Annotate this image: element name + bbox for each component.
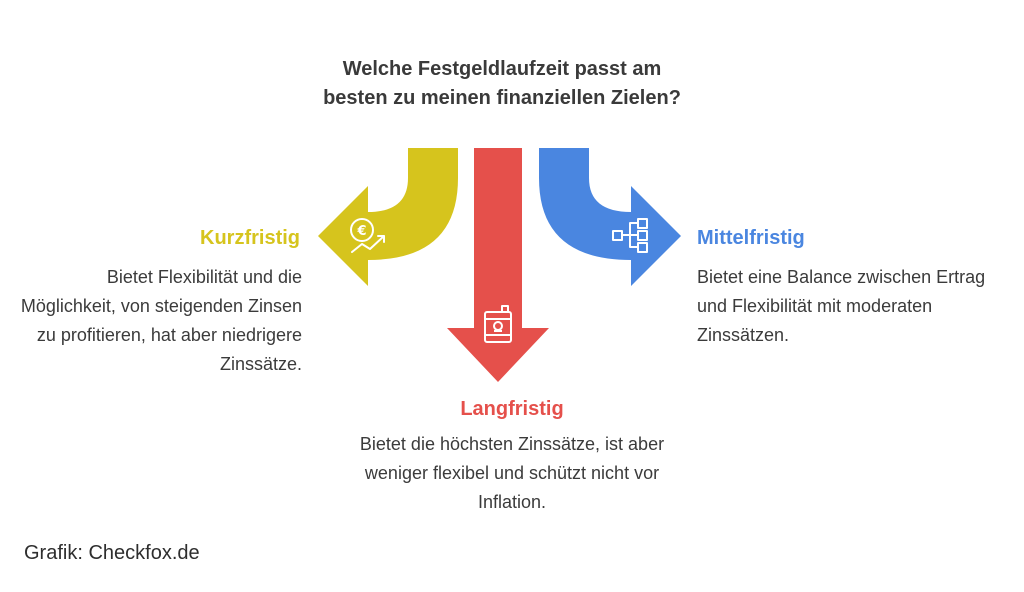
description-kurzfristig: Bietet Flexibilität und die Möglichkeit,… (20, 267, 302, 374)
description-mittelfristig: Bietet eine Balance zwischen Ertrag und … (697, 267, 986, 345)
arrow-mittelfristig (539, 148, 681, 286)
oil-barrel-icon (484, 305, 512, 343)
source-credit: Grafik: Checkfox.de (24, 542, 200, 564)
heading-langfristig: Langfristig (460, 398, 564, 420)
diagram-title: Welche Festgeldlaufzeit passt am besten … (323, 58, 681, 109)
network-hierarchy-icon (612, 218, 648, 253)
arrow-kurzfristig (318, 148, 458, 286)
arrow-langfristig (447, 148, 549, 382)
svg-text:€: € (356, 224, 366, 239)
euro-growth-icon: € (350, 218, 385, 253)
heading-mittelfristig: Mittelfristig (697, 227, 805, 249)
heading-kurzfristig: Kurzfristig (200, 227, 300, 249)
description-langfristig: Bietet die höchsten Zinssätze, ist aber … (359, 434, 665, 512)
